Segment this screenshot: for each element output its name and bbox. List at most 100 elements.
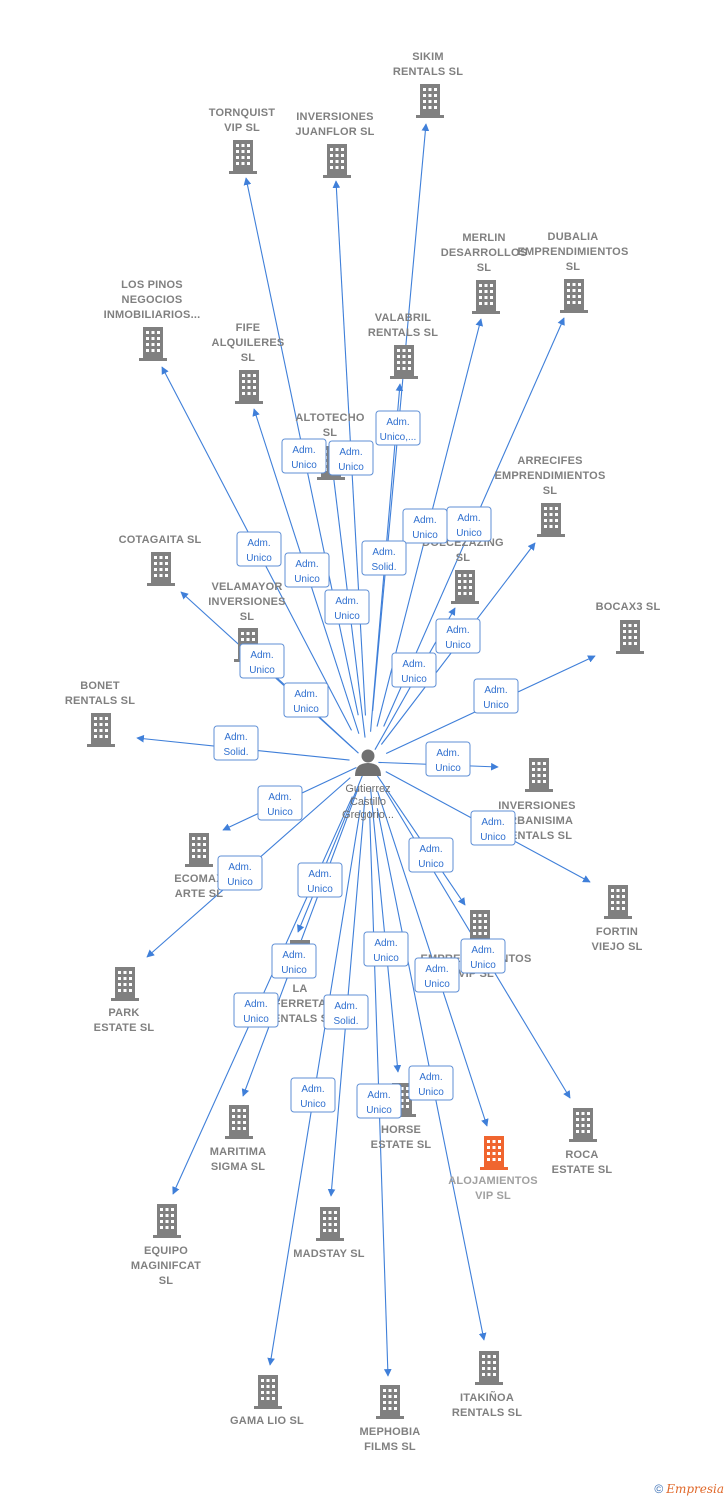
company-label: RENTALS SL: [65, 695, 135, 707]
company-node-bocax3[interactable]: BOCAX3 SL: [596, 601, 661, 654]
edge-laferreta: [297, 775, 363, 933]
role-badge-merlin[interactable]: Adm.Unico: [402, 508, 448, 544]
building-icon: [153, 1204, 181, 1238]
company-label: TORNQUIST: [209, 107, 275, 119]
role-badge-emprendimientos_vip[interactable]: Adm.Unico: [408, 837, 454, 873]
center-person-node[interactable]: GutierrezCastilloGregorio...: [342, 749, 394, 822]
building-icon: [229, 140, 257, 174]
footer-brand: ©Empresia: [654, 1482, 724, 1496]
company-label: RENTALS SL: [368, 327, 438, 339]
role-badge-horse[interactable]: Adm.Unico: [363, 931, 409, 967]
role-badge-velamayor[interactable]: Adm.Unico: [283, 682, 329, 718]
role-label: Unico: [456, 528, 482, 539]
company-label: VELAMAYOR: [211, 581, 282, 593]
company-label: INMOBILIARIOS...: [104, 309, 201, 321]
role-badge-alojamientos[interactable]: Adm.Unico: [460, 938, 506, 974]
company-label: SL: [323, 427, 338, 439]
role-badge-park[interactable]: Adm.Unico: [217, 855, 263, 891]
role-badge-dolcezazing[interactable]: Adm.Unico: [391, 652, 437, 688]
role-badge-laferreta[interactable]: Adm.Unico: [297, 862, 343, 898]
role-label: Unico: [246, 553, 272, 564]
role-label: Unico: [243, 1014, 269, 1025]
role-badge-madstay[interactable]: Adm.Solid.: [323, 994, 369, 1030]
role-badge-fortin[interactable]: Adm. Unico: [470, 810, 516, 846]
company-label: HORSE: [381, 1124, 421, 1136]
role-badge-altotecho[interactable]: Adm.Unico: [324, 589, 370, 625]
company-node-gamalio[interactable]: GAMA LIO SL: [230, 1375, 304, 1427]
company-label: EMPRENDIMIENTOS: [495, 470, 606, 482]
role-badge-gamalio[interactable]: Adm.Unico: [290, 1077, 336, 1113]
company-node-lospinos[interactable]: LOS PINOSNEGOCIOSINMOBILIARIOS...: [104, 279, 201, 361]
copyright-icon: ©: [654, 1482, 664, 1496]
role-badge-juanflor[interactable]: Adm.Unico: [328, 440, 374, 476]
role-label: Adm.: [471, 945, 494, 956]
building-icon: [416, 84, 444, 118]
role-badge-itakinoa[interactable]: Adm.Unico: [408, 1065, 454, 1101]
role-badge-frame: [414, 957, 460, 993]
company-label: EQUIPO: [144, 1245, 188, 1257]
role-badge-arrecifes[interactable]: Adm.Unico: [435, 618, 481, 654]
building-icon: [87, 713, 115, 747]
company-label: INVERSIONES: [296, 111, 373, 123]
company-node-cotagaita[interactable]: COTAGAITA SL: [119, 534, 202, 586]
role-label: Unico: [300, 1099, 326, 1110]
company-label: BONET: [80, 680, 120, 692]
role-badge-equipo[interactable]: Adm.Unico: [233, 992, 279, 1028]
role-badge-roca[interactable]: Adm.Unico: [414, 957, 460, 993]
role-badge-cotagaita[interactable]: Adm.Unico: [239, 643, 285, 679]
company-label: BOCAX3 SL: [596, 601, 661, 613]
company-label: DESARROLLOS: [441, 247, 528, 259]
role-badge-maritima[interactable]: Adm.Unico: [271, 943, 317, 979]
company-node-tornquist[interactable]: TORNQUIST VIP SL: [209, 107, 275, 174]
role-badge-bocax3[interactable]: Adm.Unico: [473, 678, 519, 714]
company-label: SL: [241, 352, 256, 364]
role-badge-lospinos[interactable]: Adm.Unico: [236, 531, 282, 567]
role-badge-fife[interactable]: Adm.Unico: [284, 552, 330, 588]
role-badge-dubalia[interactable]: Adm.Unico: [446, 506, 492, 542]
brand-logo[interactable]: Empresia: [666, 1482, 724, 1496]
role-label: Adm.: [374, 938, 397, 949]
role-badge-frame: [470, 810, 516, 846]
company-label: RENTALS SL: [502, 830, 572, 842]
role-label: Adm.: [446, 625, 469, 636]
company-node-bonet[interactable]: BONET RENTALS SL: [65, 680, 135, 747]
role-badge-valabril[interactable]: Adm.Solid.: [361, 540, 407, 576]
company-node-madstay[interactable]: MADSTAY SL: [293, 1207, 365, 1260]
company-label: VIP SL: [224, 122, 260, 134]
role-label: Adm.: [481, 817, 504, 828]
role-label: Unico: [480, 832, 506, 843]
company-label: ALOJAMIENTOS: [448, 1175, 538, 1187]
role-badge-urbanisima[interactable]: Adm.Unico: [425, 741, 471, 777]
role-badge-mephobia[interactable]: Adm.Unico: [356, 1083, 402, 1119]
role-label: Adm.: [308, 869, 331, 880]
role-badge-bonet[interactable]: Adm.Solid.: [213, 725, 259, 761]
role-badge-sikim[interactable]: Adm.Unico,...: [375, 410, 421, 446]
role-label: Adm.: [413, 515, 436, 526]
role-badge-ecomax[interactable]: Adm.Unico: [257, 785, 303, 821]
role-badge-tornquist[interactable]: Adm.Unico: [281, 438, 327, 474]
role-label: Unico: [249, 665, 275, 676]
building-icon: [390, 345, 418, 379]
